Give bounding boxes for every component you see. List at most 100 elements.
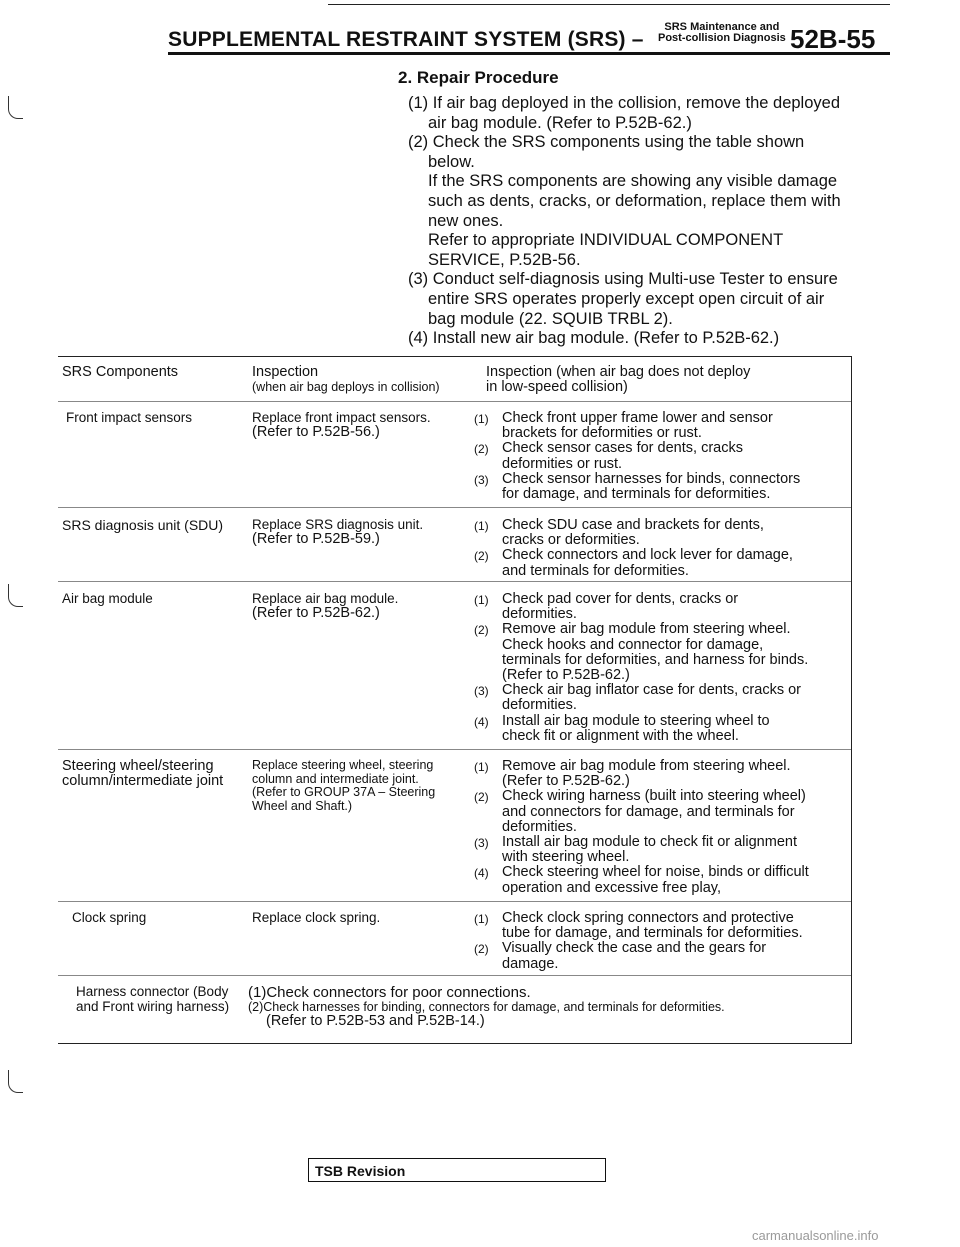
row-1-deploy-text: Replace front impact sensors. <box>252 410 431 425</box>
row-5-component: Clock spring <box>72 910 147 925</box>
row-2-item-1: (1) Check SDU case and brackets for dents… <box>474 517 809 549</box>
item-number: (2) <box>474 442 489 457</box>
col-header-nodeploy-sub: in low-speed collision) <box>486 379 628 395</box>
col-header-nodeploy-title: Inspection (when air bag does not deploy <box>486 364 751 380</box>
row-4-item-3: (3) Install air bag module to check fit o… <box>474 834 809 866</box>
step-2-para-2: Refer to appropriate INDIVIDUAL COMPONEN… <box>428 231 783 269</box>
row-3-deploy-ref: (Refer to P.52B-62.) <box>252 605 380 621</box>
item-number: (4) <box>474 714 489 729</box>
step-1: (1) If air bag deployed in the collision… <box>408 94 841 132</box>
row-4-deploy-ref: (Refer to GROUP 37A – Steering Wheel and… <box>252 785 436 813</box>
item-text: Install air bag module to steering wheel… <box>502 712 770 744</box>
item-number: (1) <box>474 519 489 533</box>
harness-line-2: (2)Check harnesses for binding, connecto… <box>248 1000 725 1014</box>
row-separator <box>58 749 851 750</box>
item-text: Check connectors and lock lever for dama… <box>502 547 793 579</box>
binding-mark <box>8 1070 23 1093</box>
row-3-inspection: (1) Check pad cover for dents, cracks or … <box>474 591 809 744</box>
tsb-revision-box: TSB Revision <box>308 1158 606 1182</box>
site-watermark: carmanualsonline.info <box>752 1228 879 1243</box>
header-title: SUPPLEMENTAL RESTRAINT SYSTEM (SRS) – <box>168 28 644 51</box>
row-1-inspection: (1) Check front upper frame lower and sen… <box>474 410 809 503</box>
row-5-item-2: (2) Visually check the case and the gears… <box>474 940 809 972</box>
col-header-component: SRS Components <box>62 364 179 380</box>
item-number: (1) <box>474 912 489 926</box>
header-subtitle: SRS Maintenance and Post-collision Diagn… <box>658 22 786 44</box>
row-separator <box>58 581 851 582</box>
step-2-para-1: If the SRS components are showing any vi… <box>428 172 841 230</box>
row-3-item-4: (4) Install air bag module to steering wh… <box>474 712 809 744</box>
item-text: Check pad cover for dents, cracks or def… <box>502 591 739 623</box>
row-2-component: SRS diagnosis unit (SDU) <box>62 517 224 533</box>
row-3-deploy: Replace air bag module. (Refer to P.52B-… <box>252 592 472 621</box>
row-3-item-3: (3) Check air bag inflator case for dents… <box>474 682 809 714</box>
row-1-component: Front impact sensors <box>66 410 193 425</box>
col-header-deploy-title: Inspection <box>252 364 319 380</box>
item-text: Check air bag inflator case for dents, c… <box>502 682 801 714</box>
item-number: (2) <box>474 549 489 564</box>
row-separator <box>58 507 851 508</box>
col-header-deploy-sub: (when air bag deploys in collision) <box>252 380 440 394</box>
item-text: Check steering wheel for noise, binds or… <box>502 864 809 896</box>
procedure-steps: (1) If air bag deployed in the collision… <box>408 94 852 349</box>
row-2-item-2: (2) Check connectors and lock lever for d… <box>474 547 809 579</box>
row-1-item-3: (3) Check sensor harnesses for binds, con… <box>474 470 809 503</box>
row-4-component: Steering wheel/steering column/intermedi… <box>62 758 224 789</box>
col-header-nodeploy: Inspection (when air bag does not deploy… <box>486 365 750 395</box>
row-3-component: Air bag module <box>62 591 153 606</box>
row-2-inspection: (1) Check SDU case and brackets for dents… <box>474 517 809 579</box>
row-2-deploy-ref: (Refer to P.52B-59.) <box>252 531 380 547</box>
header-separator <box>58 401 851 402</box>
page-header: SUPPLEMENTAL RESTRAINT SYSTEM (SRS) – SR… <box>168 18 888 55</box>
harness-line-3: (Refer to P.52B-53 and P.52B-14.) <box>266 1013 485 1029</box>
row-1-item-1: (1) Check front upper frame lower and sen… <box>474 410 809 442</box>
item-text: Check SDU case and brackets for dents, c… <box>502 517 764 549</box>
step-4: (4) Install new air bag module. (Refer t… <box>408 329 780 348</box>
item-text: Check sensor harnesses for binds, connec… <box>502 470 801 503</box>
binding-mark <box>8 584 23 607</box>
row-4-item-2: (2) Check wiring harness (built into stee… <box>474 789 809 835</box>
row-3-item-2: (2) Remove air bag module from steering w… <box>474 622 809 683</box>
step-3: (3) Conduct self-diagnosis using Multi-u… <box>408 270 838 328</box>
top-rule <box>328 4 890 5</box>
srs-components-table: SRS Components Inspection (when air bag … <box>58 356 852 1044</box>
item-number: (3) <box>474 472 489 487</box>
row-5-deploy-text: Replace clock spring. <box>252 910 381 925</box>
row-4-deploy: Replace steering wheel, steering column … <box>252 758 474 813</box>
harness-component: Harness connector (Body and Front wiring… <box>76 984 230 1014</box>
item-number: (3) <box>474 836 489 851</box>
page-number: 52B-55 <box>790 24 876 54</box>
item-number: (2) <box>474 790 489 805</box>
col-header-deploy: Inspection (when air bag deploys in coll… <box>252 365 440 395</box>
row-1-deploy-ref: (Refer to P.52B-56.) <box>252 424 380 440</box>
row-2-deploy: Replace SRS diagnosis unit. (Refer to P.… <box>252 517 472 547</box>
row-5-item-1: (1)Check clock spring connectors and pro… <box>474 910 809 941</box>
row-4-item-1: (1)Remove air bag module from steering w… <box>474 758 809 789</box>
row-1-item-2: (2)Check sensor cases for dents, cracks … <box>474 441 809 472</box>
item-number: (4) <box>474 866 489 881</box>
item-number: (2) <box>474 623 489 638</box>
row-4-inspection: (1)Remove air bag module from steering w… <box>474 758 809 896</box>
row-5-deploy: Replace clock spring. <box>252 911 472 925</box>
row-4-deploy-text: Replace steering wheel, steering column … <box>252 758 434 786</box>
item-number: (1) <box>474 593 489 607</box>
item-text: Check front upper frame lower and sensor… <box>502 410 773 442</box>
row-separator <box>58 975 851 976</box>
item-number: (2) <box>474 942 489 957</box>
harness-inspection: (1)Check connectors for poor connections… <box>248 985 848 1029</box>
item-text: Check wiring harness (built into steerin… <box>502 788 806 835</box>
row-3-item-1: (1) Check pad cover for dents, cracks or … <box>474 591 809 623</box>
step-2: (2) Check the SRS components using the t… <box>408 133 852 270</box>
item-number: (3) <box>474 684 489 699</box>
row-4-item-4: (4) Check steering wheel for noise, binds… <box>474 864 809 896</box>
row-2-deploy-text: Replace SRS diagnosis unit. <box>252 517 424 532</box>
binding-mark <box>8 96 23 119</box>
header-subtitle-line2: Post-collision Diagnosis <box>658 32 786 44</box>
item-text: Install air bag module to check fit or a… <box>502 834 797 866</box>
section-title: 2. Repair Procedure <box>398 68 559 87</box>
step-2-text: (2) Check the SRS components using the t… <box>408 133 805 171</box>
item-text: Visually check the case and the gears fo… <box>502 940 767 972</box>
row-1-deploy: Replace front impact sensors. (Refer to … <box>252 410 472 440</box>
item-number: (1) <box>474 412 489 426</box>
item-text: Remove air bag module from steering whee… <box>502 621 809 684</box>
